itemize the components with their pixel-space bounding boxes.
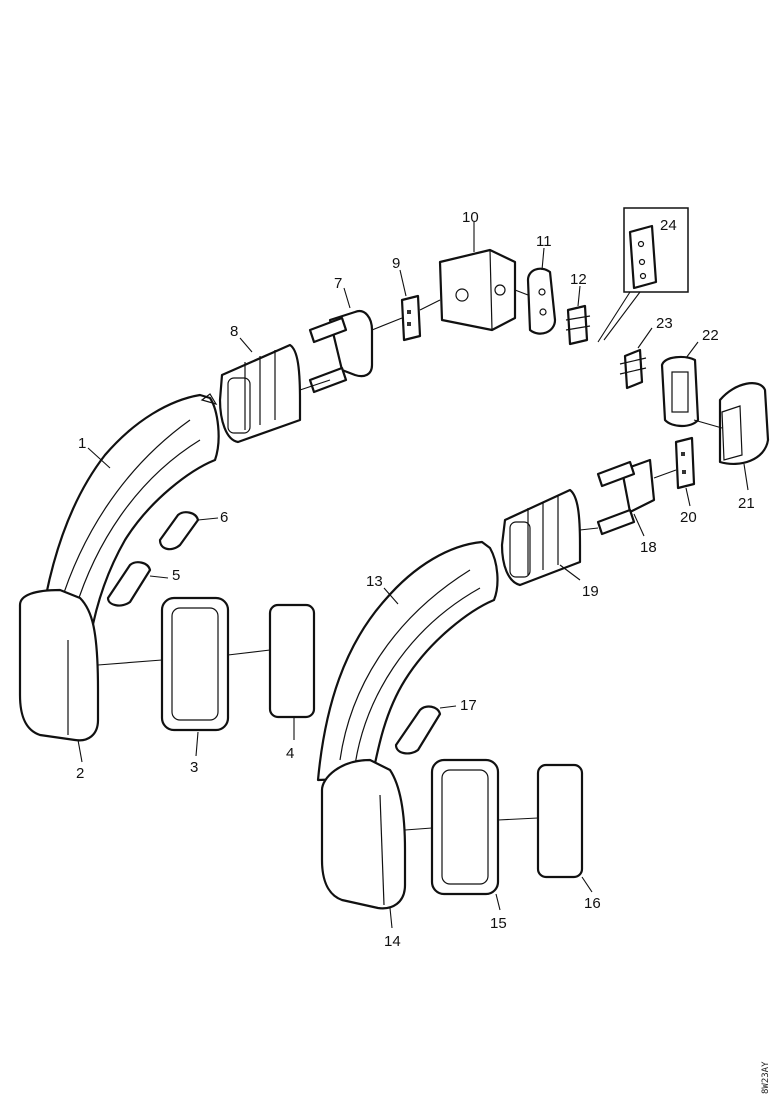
callout-10: 10 [462, 209, 479, 226]
part-16-right-mirror-glass [536, 763, 584, 879]
callout-17: 17 [460, 697, 477, 714]
part-3-left-mirror-frame [160, 596, 230, 732]
part-18-pivot-shaft [596, 458, 656, 536]
callout-13: 13 [366, 573, 383, 590]
part-14-right-mirror-housing [320, 758, 407, 910]
part-5-lens [106, 561, 152, 607]
callout-14: 14 [384, 933, 401, 950]
callout-21: 21 [738, 495, 755, 512]
callout-1: 1 [78, 435, 86, 452]
callout-18: 18 [640, 539, 657, 556]
callout-23: 23 [656, 315, 673, 332]
callout-22: 22 [702, 327, 719, 344]
callout-6: 6 [220, 509, 228, 526]
part-6-lens [158, 511, 200, 551]
callout-7: 7 [334, 275, 342, 292]
callout-labels: 1 2 3 4 5 6 7 8 9 10 11 12 13 14 15 16 1 [76, 209, 755, 950]
callout-11: 11 [536, 233, 552, 250]
part-13-right-arm [316, 540, 499, 782]
part-24-inset-plate [597, 207, 689, 343]
part-19-right-bracket-housing [500, 488, 582, 587]
callout-4: 4 [286, 745, 294, 762]
part-9-plate [400, 294, 422, 342]
callout-3: 3 [190, 759, 198, 776]
callout-15: 15 [490, 915, 507, 932]
part-2-left-mirror-housing [18, 588, 100, 742]
part-21-right-block [718, 382, 770, 466]
callout-2: 2 [76, 765, 84, 782]
part-22-gasket [660, 355, 700, 428]
callout-12: 12 [570, 271, 587, 288]
part-11-gasket [526, 267, 557, 335]
part-4-left-mirror-glass [268, 603, 316, 719]
drawing-code: 8W23AY [761, 1061, 771, 1094]
callout-20: 20 [680, 509, 697, 526]
part-17-lens [394, 705, 442, 755]
callout-9: 9 [392, 255, 400, 272]
part-15-right-mirror-frame [430, 758, 500, 896]
part-20-plate [674, 436, 696, 490]
callout-19: 19 [582, 583, 599, 600]
part-7-pivot-shaft [308, 310, 374, 394]
callout-24: 24 [660, 217, 677, 234]
part-1-left-arm [38, 393, 220, 642]
part-8-left-bracket-housing [218, 343, 302, 444]
part-10-central-block [438, 248, 517, 332]
part-23-clip [619, 348, 647, 390]
callout-5: 5 [172, 567, 180, 584]
callout-16: 16 [584, 895, 601, 912]
callout-8: 8 [230, 323, 238, 340]
part-12-clip [565, 304, 591, 346]
connection-lines [97, 289, 723, 831]
